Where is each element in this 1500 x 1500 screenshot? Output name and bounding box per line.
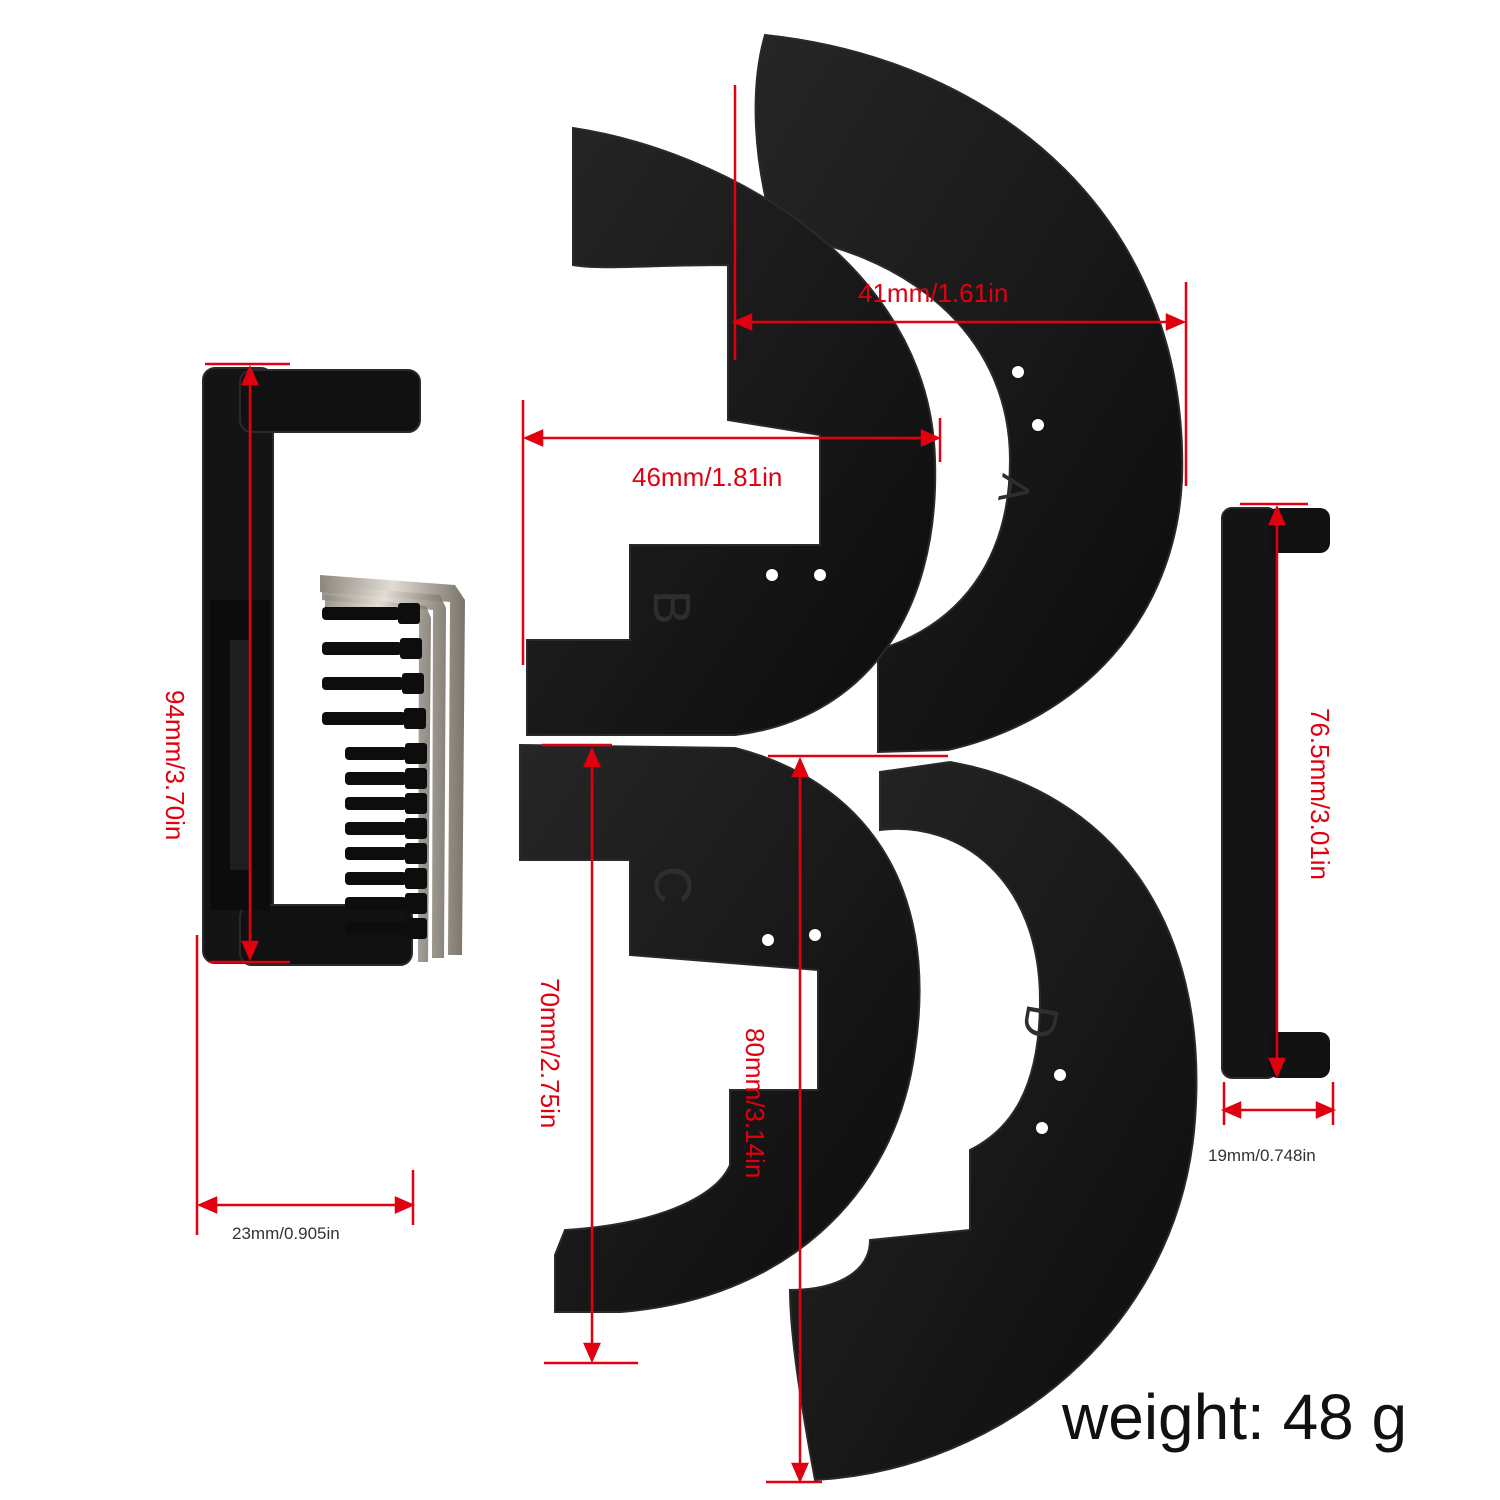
dimension-lines (195, 85, 1337, 1484)
weight-label: weight: 48 g (1062, 1381, 1408, 1453)
right-bracket (1221, 507, 1330, 1079)
piece-b-letter: B (642, 590, 700, 625)
dimension-label-left-bracket-width: 23mm/0.905in (232, 1224, 340, 1243)
screw-set (322, 603, 427, 939)
shell-piece-c: C (519, 743, 921, 1313)
dimension-label-left-bracket-height: 94mm/3.70in (160, 690, 190, 841)
dimension-label-piece-a-width: 41mm/1.61in (858, 278, 1009, 308)
left-bracket (202, 367, 421, 966)
dimension-label-piece-d-height: 80mm/3.14in (740, 1028, 770, 1179)
dimension-label-piece-b-width: 46mm/1.81in (632, 462, 783, 492)
dimension-label-right-bracket-width: 19mm/0.748in (1208, 1146, 1316, 1165)
dimension-label-piece-c-height: 70mm/2.75in (535, 978, 565, 1129)
piece-c-letter: C (643, 866, 701, 904)
shell-piece-b: B (526, 126, 937, 736)
dimension-label-right-bracket-height: 76.5mm/3.01in (1305, 708, 1335, 880)
